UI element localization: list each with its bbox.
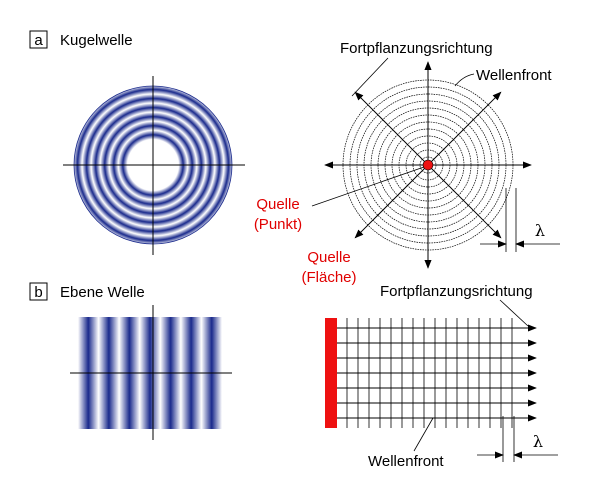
source-kind-label-b: (Fläche) [301,269,356,286]
point-source [422,159,434,171]
plane-wave-image [70,305,232,440]
direction-label-a: Fortpflanzungsrichtung [340,40,493,57]
wavefront-leader-a [454,73,475,87]
direction-leader-b [499,299,529,327]
source-label-b: Quelle [307,249,350,266]
spherical-wave-image [63,76,245,255]
source-kind-label-a: (Punkt) [254,216,302,233]
direction-label-b: Fortpflanzungsrichtung [380,283,533,300]
wavefront-leader-b [413,417,434,452]
wavefront-label-b: Wellenfront [368,453,444,470]
panel-b-title: Ebene Welle [60,284,145,301]
propagation-arrows [324,61,532,269]
spherical-wave-schematic: Fortpflanzungsrichtung Wellenfront Quell… [254,40,560,269]
panel-a-title: Kugelwelle [60,32,133,49]
wavefront-label-a: Wellenfront [476,67,552,84]
propagation-arrow [354,91,429,166]
panel-b: b Ebene Welle Quelle (Fläche) Fortpflanz… [29,249,558,470]
panel-b-letter-box [29,282,48,301]
panel-b-letter: b [34,284,42,301]
area-source [325,318,337,428]
direction-leader-a [351,57,389,97]
wavelength-symbol-b: λ [533,432,543,451]
panel-a: a Kugelwelle Fortpflanzungsrichtung Well… [29,30,560,269]
wavelength-marker-a: λ [480,188,560,252]
propagation-arrow [427,164,502,239]
wavelength-marker-b: λ [477,416,558,462]
source-leader-a [311,166,425,207]
panel-a-letter-box [29,30,48,49]
source-label-a: Quelle [256,196,299,213]
wavelength-symbol-a: λ [535,221,545,240]
propagation-arrow [354,164,429,239]
plane-wave-grid [337,318,537,428]
panel-a-letter: a [34,32,43,49]
propagation-arrow [427,91,502,166]
plane-wave-schematic: Quelle (Fläche) Fortpflanzungsrichtung W… [301,249,558,470]
